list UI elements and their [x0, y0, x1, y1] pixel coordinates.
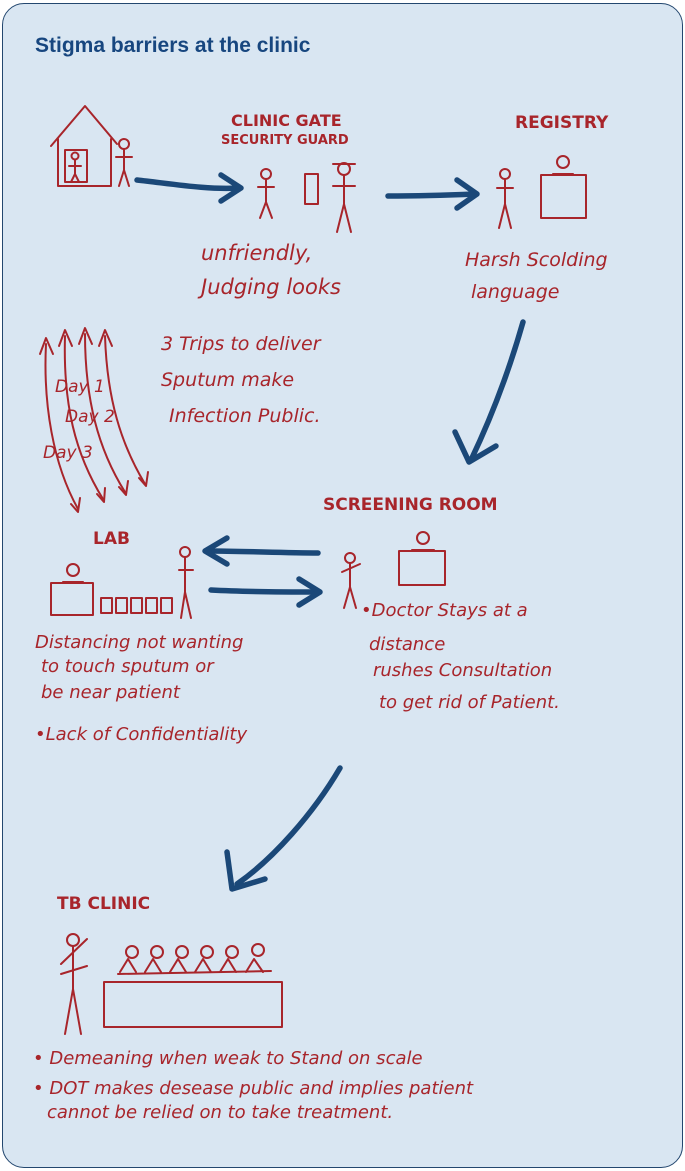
- arrow-screening-to-tb-clinic: [224, 765, 343, 892]
- stigma-panel: Stigma barriers at the clinic CLINIC GAT…: [2, 3, 683, 1168]
- tb-clinic-figures-icon: [60, 933, 283, 1035]
- clinic-journey-diagram: CLINIC GATE SECURITY GUARD unfriendly, J…: [33, 105, 609, 1123]
- panel-title: Stigma barriers at the clinic: [35, 34, 311, 57]
- svg-text:Sputum make: Sputum make: [161, 369, 294, 391]
- screening-figures-icon: [341, 531, 446, 609]
- home-icon: [50, 105, 133, 187]
- svg-text:• Demeaning when weak to Stand: • Demeaning when weak to Stand on scale: [33, 1048, 423, 1069]
- arrow-screening-to-lab: [202, 535, 321, 567]
- arrow-lab-to-screening: [208, 576, 323, 608]
- svg-text:language: language: [471, 281, 559, 303]
- screening-heading: SCREENING ROOM: [323, 495, 498, 515]
- day-trip-arrows-icon: [39, 327, 149, 513]
- svg-text:Harsh Scolding: Harsh Scolding: [465, 249, 608, 271]
- svg-text:unfriendly,: unfriendly,: [201, 241, 312, 265]
- svg-text:rushes Consultation: rushes Consultation: [373, 660, 552, 681]
- svg-text:Infection Public.: Infection Public.: [169, 405, 321, 427]
- tb-clinic-note: • Demeaning when weak to Stand on scale …: [33, 1048, 474, 1123]
- day-2-label: Day 2: [65, 407, 115, 427]
- gate-heading: CLINIC GATE SECURITY GUARD: [221, 111, 349, 148]
- svg-text:• DOT makes desease public and: • DOT makes desease public and implies p…: [33, 1078, 474, 1099]
- tb-clinic-heading: TB CLINIC: [57, 894, 150, 914]
- trip-day-labels: Day 1 Day 2 Day 3: [43, 377, 115, 463]
- lab-heading: LAB: [93, 529, 130, 549]
- arrow-gate-to-registry: [385, 177, 480, 211]
- svg-text:•Lack of Confidentiality: •Lack of Confidentiality: [35, 724, 247, 745]
- screening-note: •Doctor Stays at a distance rushes Consu…: [361, 600, 560, 713]
- svg-text:to get rid of Patient.: to get rid of Patient.: [379, 692, 560, 713]
- gate-note: unfriendly, Judging looks: [197, 241, 341, 299]
- trips-note: 3 Trips to deliver Sputum make Infection…: [161, 333, 322, 427]
- svg-text:distance: distance: [369, 634, 445, 655]
- day-1-label: Day 1: [55, 377, 105, 397]
- lab-note: Distancing not wanting to touch sputum o…: [35, 632, 247, 745]
- svg-text:SECURITY GUARD: SECURITY GUARD: [221, 133, 349, 148]
- registry-heading: REGISTRY: [515, 113, 609, 133]
- arrow-home-to-gate: [134, 172, 244, 204]
- arrow-registry-to-screening: [452, 319, 526, 465]
- svg-text:CLINIC GATE: CLINIC GATE: [231, 111, 342, 130]
- registry-note: Harsh Scolding language: [465, 249, 608, 303]
- gate-figures-icon: [257, 162, 356, 233]
- lab-figures-icon: [50, 546, 194, 619]
- day-3-label: Day 3: [43, 443, 93, 463]
- svg-text:to touch sputum or: to touch sputum or: [41, 656, 215, 677]
- svg-text:•Doctor Stays at a: •Doctor Stays at a: [361, 600, 528, 621]
- svg-text:cannot be relied on to take tr: cannot be relied on to take treatment.: [47, 1102, 393, 1123]
- svg-text:Judging looks: Judging looks: [197, 275, 341, 299]
- registry-figures-icon: [496, 155, 587, 229]
- svg-text:Distancing not wanting: Distancing not wanting: [35, 632, 243, 653]
- svg-text:3 Trips to deliver: 3 Trips to deliver: [161, 333, 322, 355]
- svg-text:be near patient: be near patient: [41, 682, 181, 703]
